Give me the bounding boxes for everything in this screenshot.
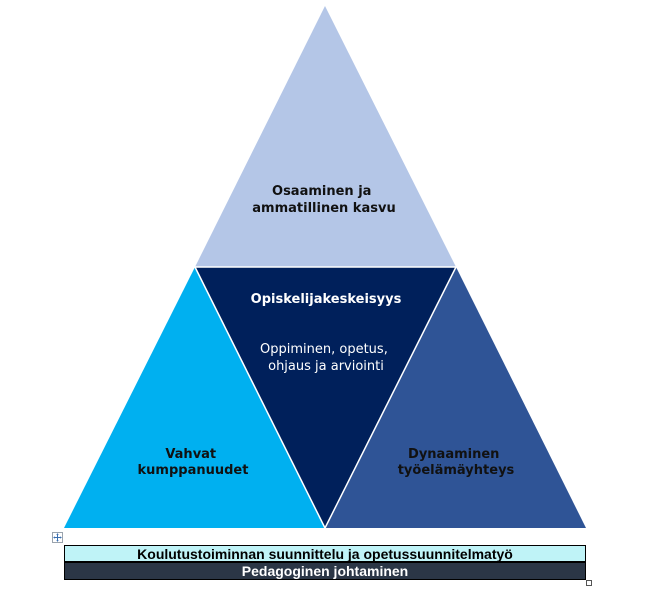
center-triangle-title: Opiskelijakeskeisyys (251, 292, 402, 307)
right-triangle-label: Dynaaminen työelämäyhteys (398, 447, 515, 478)
move-arrows-glyph (53, 533, 62, 542)
leadership-bar: Pedagoginen johtaminen (64, 562, 586, 580)
move-arrows-icon[interactable] (52, 532, 63, 543)
top-triangle (195, 6, 456, 267)
right-triangle (325, 267, 586, 528)
center-triangle-label: Oppiminen, opetus, ohjaus ja arviointi (260, 342, 392, 374)
resize-handle[interactable] (586, 580, 592, 586)
triangle-divider (324, 266, 457, 529)
triangle-divider (194, 266, 326, 529)
leadership-bar-label: Pedagoginen johtaminen (241, 563, 409, 579)
left-triangle (64, 267, 325, 528)
planning-bar-label: Koulutustoiminnan suunnittelu ja opetuss… (137, 545, 513, 562)
top-triangle-label: Osaaminen ja ammatillinen kasvu (252, 184, 395, 216)
left-triangle-label: Vahvat kumppanuudet (138, 447, 249, 478)
center-triangle (195, 267, 456, 528)
planning-bar: Koulutustoiminnan suunnittelu ja opetuss… (64, 545, 586, 562)
